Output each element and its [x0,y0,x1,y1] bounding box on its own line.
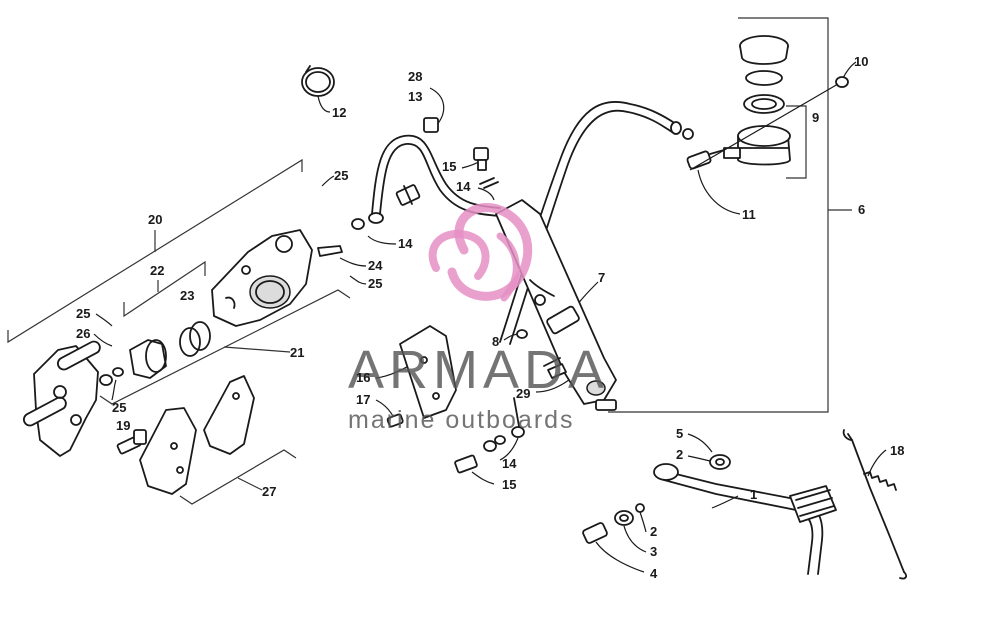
leader-2-lower [639,511,647,533]
callout-7: 7 [598,270,605,285]
callout-17: 17 [356,392,370,407]
callout-1: 1 [750,487,757,502]
snap-ring [301,65,335,97]
leader-15-lower [471,471,495,485]
pushrod-parts [483,329,567,452]
callout-14-upper: 14 [398,236,413,251]
leader-25-left-top [95,313,113,327]
callout-2-upper: 2 [676,447,683,462]
leader-25-top [321,175,335,187]
reservoir-cap [739,35,789,114]
callout-16: 16 [356,370,370,385]
watermark-logo [428,203,533,302]
callout-2-lower: 2 [650,524,657,539]
callout-labels: 1 2 2 3 4 5 6 7 8 9 10 11 12 13 14 14 14… [76,54,904,581]
reservoir-screw [686,149,725,170]
leader-14-mid [477,187,495,201]
callout-6: 6 [858,202,865,217]
callout-12: 12 [332,105,346,120]
mount-bracket [386,325,457,428]
callout-11: 11 [742,207,756,222]
watermark-tagline: marine outboards [348,406,575,434]
group-brackets [7,17,852,505]
callout-21: 21 [290,345,304,360]
banjo-bolt-upper [395,147,499,206]
reservoir-body [723,125,791,166]
callout-8: 8 [492,334,499,349]
leader-24 [339,257,367,267]
leader-1 [711,495,739,509]
leader-26 [93,333,113,347]
callout-4: 4 [650,566,658,581]
callout-15-lower: 15 [502,477,516,492]
callout-25-right: 25 [368,276,382,291]
callout-26: 26 [76,326,90,341]
callout-19: 19 [116,418,130,433]
brake-pedal [653,463,837,575]
callout-25-top: 25 [334,168,348,183]
leader-14-lower [499,437,519,461]
leader-12 [317,95,331,113]
callout-28: 28 [408,69,422,84]
callout-3: 3 [650,544,657,559]
bracket-9 [786,105,807,179]
banjo-bolt-lower [454,454,478,474]
pedal-hardware [582,454,731,544]
watermark-brand: ARMADA [348,340,609,400]
callout-15-upper: 15 [442,159,456,174]
callout-5: 5 [676,426,683,441]
caliper-housing [211,229,343,327]
callout-29: 29 [516,386,530,401]
callout-23: 23 [180,288,194,303]
callout-10: 10 [854,54,868,69]
callout-14-lower: 14 [502,456,517,471]
return-spring [842,429,907,580]
brake-pads [139,375,255,495]
callout-25-left-top: 25 [76,306,90,321]
callout-24: 24 [368,258,383,273]
bracket-27-leader [237,477,263,491]
leader-14-upper [367,235,397,245]
callout-14-mid: 14 [456,179,471,194]
leader-3 [623,525,647,553]
bracket-6 [608,17,829,413]
callout-27: 27 [262,484,276,499]
callout-18: 18 [890,443,904,458]
caliper-bracket [22,340,124,457]
leader-4 [595,541,645,573]
leader-11 [697,169,741,215]
piston-assembly [129,321,211,379]
callout-20: 20 [148,212,162,227]
caliper-bolt [116,429,147,455]
leader-25-left-bottom [111,379,117,401]
bracket-21-leader [223,346,291,353]
callout-9: 9 [812,110,819,125]
bracket-27 [179,449,297,505]
callout-13: 13 [408,89,422,104]
leader-25-right [349,275,367,285]
callout-22: 22 [150,263,164,278]
reservoir-washer [689,76,849,171]
bracket-22 [123,260,206,318]
leader-5 [687,433,713,453]
leader-18 [867,449,887,477]
callout-25-left-bottom: 25 [112,400,126,415]
